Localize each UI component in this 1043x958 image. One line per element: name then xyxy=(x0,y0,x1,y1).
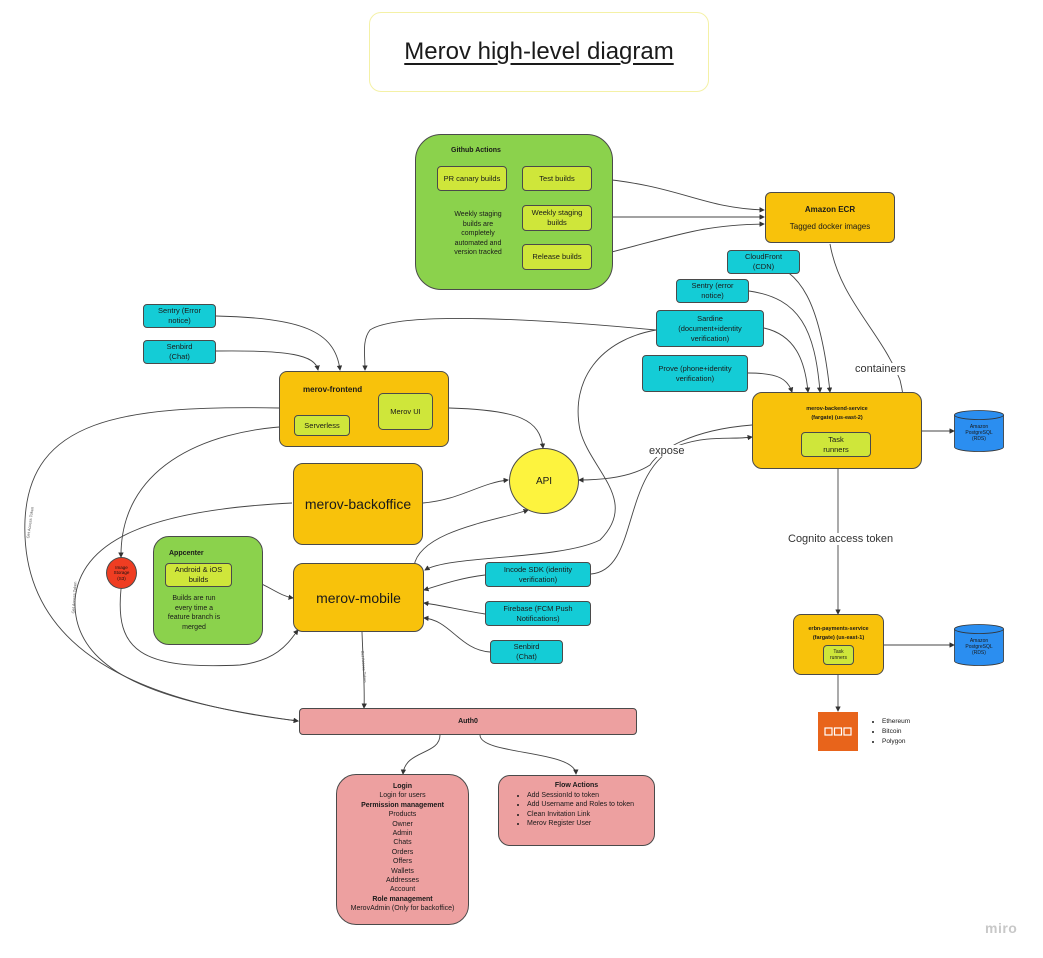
frontend-title: merov-frontend xyxy=(303,385,363,394)
appcenter-group xyxy=(153,536,263,645)
cognito-label: Cognito access token xyxy=(786,533,896,545)
postgres-db-payments: Amazon PostgreSQL (RDS) xyxy=(954,624,1004,666)
api-node: API xyxy=(509,448,579,514)
title-card: Merov high-level diagram xyxy=(369,12,709,92)
sentry-error-notice: Sentry (error notice) xyxy=(676,279,749,303)
release-builds: Release builds xyxy=(522,244,592,270)
image-storage-s3: Image Storage (S3) xyxy=(106,557,137,589)
login-title: Login xyxy=(392,783,413,790)
role-title: Role management xyxy=(372,895,433,903)
android-ios-builds: Android & iOS builds xyxy=(165,563,232,587)
get-access-token-label: Get Access Token xyxy=(360,650,368,683)
test-builds: Test builds xyxy=(522,166,592,191)
payments-title: erbn-payments-service xyxy=(808,626,869,632)
amazon-ecr: Amazon ECR Tagged docker images xyxy=(765,192,895,243)
flow-title: Flow Actions xyxy=(554,782,599,789)
miro-watermark: miro xyxy=(985,920,1018,936)
prove-verification: Prove (phone+identity verification) xyxy=(642,355,748,392)
incode-sdk: Incode SDK (identity verification) xyxy=(485,562,591,587)
cloudfront-cdn: CloudFront (CDN) xyxy=(727,250,800,274)
backend-subtitle: (fargate) (us-east-2) xyxy=(811,415,863,421)
blockchain-icon xyxy=(818,712,858,751)
sentry-error-notice-left: Sentry (Error notice) xyxy=(143,304,216,328)
postgres-db-backend: Amazon PostgreSQL (RDS) xyxy=(954,410,1004,452)
perm-item: Chats xyxy=(393,839,412,847)
ecr-title: Amazon ECR xyxy=(804,204,856,214)
serverless: Serverless xyxy=(294,415,350,436)
flow-list: Add SessionId to token Add Username and … xyxy=(499,791,654,829)
role-item: MerovAdmin (Only for backoffice) xyxy=(350,905,455,913)
appcenter-note: Builds are run every time a feature bran… xyxy=(167,595,221,631)
payments-task-runners: Task runners xyxy=(823,645,854,665)
expose-label: expose xyxy=(647,445,687,457)
containers-label: containers xyxy=(853,363,908,375)
perm-item: Offers xyxy=(393,858,412,866)
permission-title: Permission management xyxy=(361,801,444,809)
diagram-title: Merov high-level diagram xyxy=(404,38,674,65)
sardine-verification: Sardine (document+identity verification) xyxy=(656,310,764,347)
perm-item: Owner xyxy=(392,820,413,828)
perm-item: Admin xyxy=(392,830,413,838)
login-card: Login Login for users Permission managem… xyxy=(336,774,469,925)
flow-item: Add Username and Roles to token xyxy=(527,800,654,810)
chain-item: Polygon xyxy=(882,737,910,747)
flow-item: Merov Register User xyxy=(527,819,654,829)
perm-item: Account xyxy=(389,886,416,894)
flow-item: Add SessionId to token xyxy=(527,791,654,801)
auth0: Auth0 xyxy=(299,708,637,735)
github-note: Weekly staging builds are completely aut… xyxy=(454,211,502,256)
merov-ui: Merov UI xyxy=(378,393,433,430)
ecr-subtitle: Tagged docker images xyxy=(789,221,871,231)
backend-task-runners: Task runners xyxy=(801,432,871,457)
weekly-staging-builds: Weekly staging builds xyxy=(522,205,592,231)
merov-backoffice: merov-backoffice xyxy=(293,463,423,545)
firebase-push: Firebase (FCM Push Notifications) xyxy=(485,601,591,626)
chain-item: Bitcoin xyxy=(882,727,910,737)
login-for-users: Login for users xyxy=(379,792,426,800)
perm-item: Orders xyxy=(391,848,414,856)
chain-item: Ethereum xyxy=(882,717,910,727)
payments-subtitle: (fargate) (us-east-1) xyxy=(812,635,865,641)
perm-item: Products xyxy=(388,811,417,819)
senbird-chat-left: Senbird (Chat) xyxy=(143,340,216,364)
get-access-token-label: Get Access Token xyxy=(70,581,78,614)
get-access-token-label: Get Access Token xyxy=(25,506,35,539)
flow-item: Clean Invitation Link xyxy=(527,810,654,820)
pr-canary-builds: PR canary builds xyxy=(437,166,507,191)
perm-item: Wallets xyxy=(391,867,414,875)
merov-mobile: merov-mobile xyxy=(293,563,424,632)
chains-list: Ethereum Bitcoin Polygon xyxy=(872,717,910,747)
senbird-chat-bottom: Senbird (Chat) xyxy=(490,640,563,664)
perm-item: Addresses xyxy=(385,877,420,885)
merov-backend-service xyxy=(752,392,922,469)
appcenter-title: Appcenter xyxy=(169,550,204,557)
backend-title: merov-backend-service xyxy=(806,406,868,412)
github-actions-title: Github Actions xyxy=(451,147,501,154)
flow-actions-card: Flow Actions Add SessionId to token Add … xyxy=(498,775,655,846)
